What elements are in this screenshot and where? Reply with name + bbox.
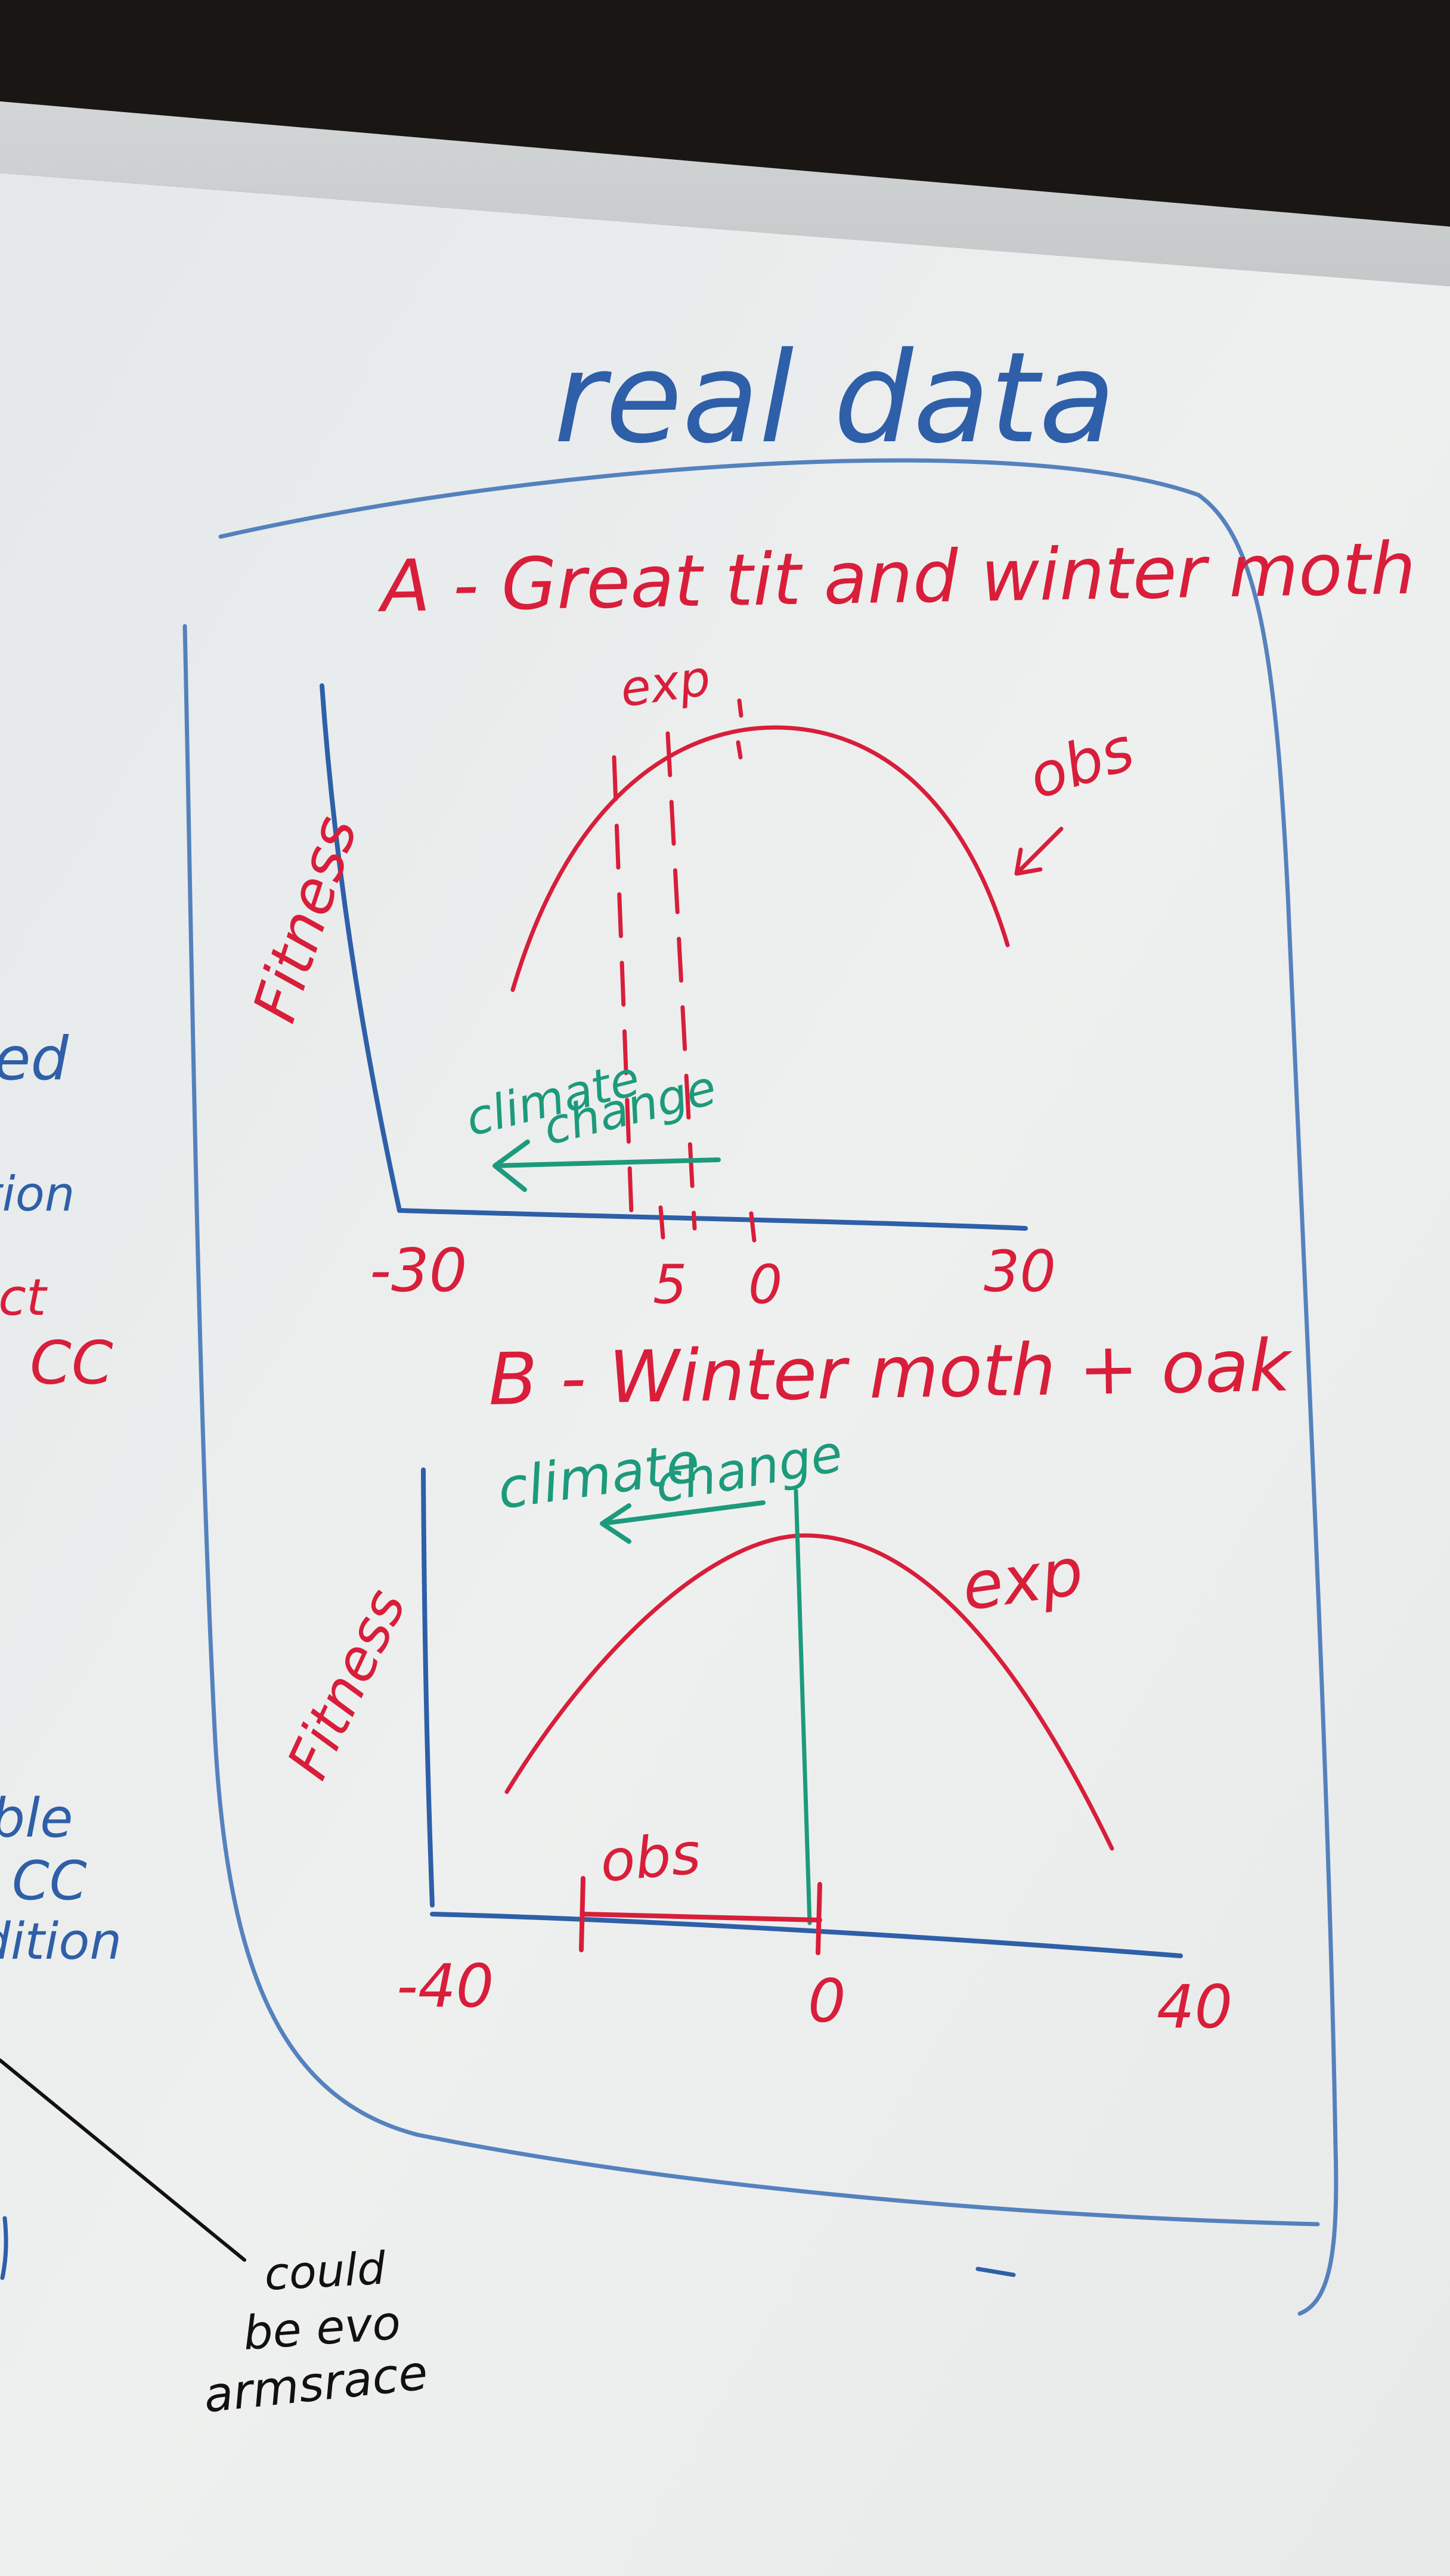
side-note-5: ible <box>0 1787 73 1850</box>
panel-a-obs-arrow <box>1014 826 1064 876</box>
pointer-line <box>0 2058 246 2262</box>
panel-b-tick-label-0: 0 <box>808 1966 846 2036</box>
panel-b-tick-label-40: 40 <box>1157 1972 1232 2042</box>
panel-b-exp-label: exp <box>958 1533 1088 1626</box>
side-note-6: CC <box>12 1850 87 1912</box>
board-heading: real data <box>554 325 1116 471</box>
stray-mark <box>975 2267 1016 2277</box>
panel-a-title: A - Great tit and winter moth <box>376 528 1417 628</box>
panel-a-tick-label-5: 5 <box>653 1253 687 1316</box>
panel-b-title: B - Winter moth + oak <box>488 1324 1294 1422</box>
panel-b-exp-curve <box>504 1533 1114 1851</box>
panel-a-tick-label-30: 30 <box>984 1239 1056 1305</box>
footnote-line-2: be evo <box>241 2296 402 2361</box>
side-note-3: ect <box>0 1268 48 1327</box>
panel-a-exp-dashed-line-right <box>665 731 697 1231</box>
board-surface <box>0 173 1450 2576</box>
panel-b-obs-label: obs <box>597 1821 703 1895</box>
panel-a-tick-label-0: 0 <box>748 1253 782 1316</box>
side-note-1: ed <box>0 1024 69 1094</box>
side-note-4: CC <box>30 1328 113 1398</box>
footnote-line-1: could <box>263 2241 387 2301</box>
panel-a-exp-dashed-line-left <box>612 755 634 1231</box>
panel-a-y-axis <box>320 683 402 1213</box>
panel-a-tick-marks <box>658 1205 757 1243</box>
panel-a-climate-arrow <box>492 1140 721 1192</box>
side-note-2: ition <box>0 1166 75 1222</box>
side-note-7: ndition <box>0 1912 122 1971</box>
panel-a-tick-label-neg30: -30 <box>370 1236 467 1305</box>
panel-a-exp-label: exp <box>617 650 714 719</box>
enclosure-outline <box>182 458 1339 2316</box>
panel-b-tick-label-neg40: -40 <box>396 1951 494 2021</box>
stray-mark-left <box>0 2216 8 2280</box>
panel-b-y-axis <box>421 1467 435 1908</box>
board-frame <box>0 101 1450 286</box>
panel-b-obs-range-bar <box>579 1876 822 1955</box>
panel-b-x-axis <box>430 1912 1183 1958</box>
panel-a-obs-curve <box>510 725 1010 992</box>
panel-b-climate-arrow <box>600 1500 766 1544</box>
panel-a-x-axis <box>397 1208 1028 1231</box>
panel-b-green-line <box>794 1488 812 1925</box>
panel-a-peak-tick <box>736 698 743 760</box>
